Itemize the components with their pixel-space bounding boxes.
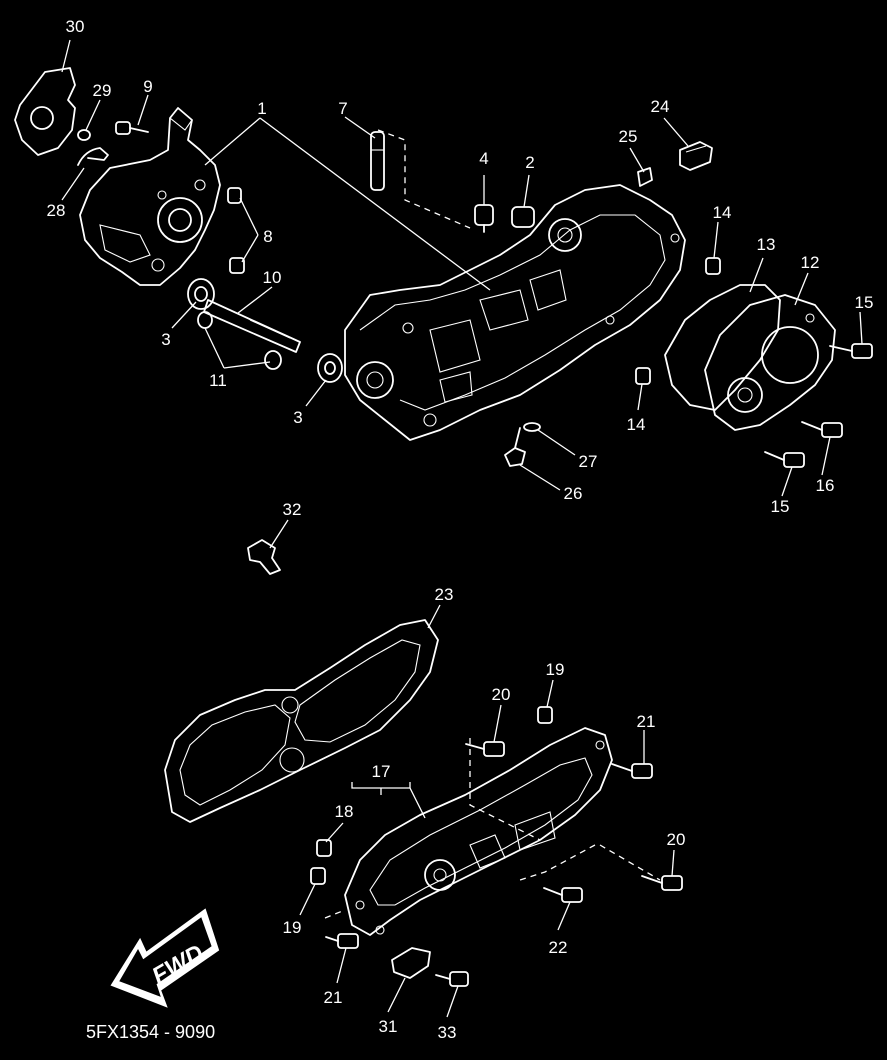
callout-13: 13 — [757, 235, 776, 254]
part-19-dowel-upper — [537, 706, 553, 724]
callout-14-top: 14 — [713, 203, 732, 222]
callout-25: 25 — [619, 127, 638, 146]
callout-9: 9 — [143, 77, 152, 96]
callout-11: 11 — [209, 371, 227, 390]
callout-17: 17 — [372, 762, 391, 781]
part-31-clamp — [391, 947, 431, 979]
part-1-crankcase-right — [344, 184, 686, 441]
part-27-washer — [523, 422, 541, 432]
part-15-bolt-top — [829, 343, 873, 359]
callout-27: 27 — [579, 452, 598, 471]
part-20-bolt-upper — [465, 741, 505, 757]
part-26-bolt — [504, 427, 526, 467]
callout-14-bottom: 14 — [627, 415, 646, 434]
callout-30: 30 — [66, 17, 85, 36]
part-25-plug — [637, 167, 653, 187]
callout-8: 8 — [263, 227, 272, 246]
part-29-washer — [77, 129, 91, 141]
callout-31: 31 — [379, 1017, 398, 1036]
callout-21-lower: 21 — [324, 988, 343, 1007]
callout-2: 2 — [525, 153, 534, 172]
part-17-cover — [344, 727, 613, 936]
part-15-bolt-bottom — [764, 451, 805, 468]
part-3-bearing-left — [187, 278, 215, 310]
part-3-bearing-right — [317, 353, 343, 383]
callout-numbers: 30 29 9 1 7 4 2 25 24 28 8 10 3 11 3 14 … — [47, 17, 874, 1042]
callout-7: 7 — [338, 99, 347, 118]
part-4-fitting — [474, 204, 494, 233]
callout-23: 23 — [435, 585, 454, 604]
part-20-bolt-lower — [641, 875, 683, 891]
part-10-shaft — [203, 299, 301, 353]
diagram-code: 5FX1354 - 9090 — [86, 1022, 215, 1042]
part-14-dowel-top — [705, 257, 721, 275]
part-24-breather — [679, 141, 713, 171]
part-19-dowel-lower — [310, 867, 326, 885]
part-18-dowel — [316, 839, 332, 857]
part-2-bush — [511, 206, 535, 228]
callout-21-upper: 21 — [637, 712, 656, 731]
part-28-clip — [77, 147, 109, 166]
callout-26: 26 — [564, 484, 583, 503]
leader-lines — [61, 39, 863, 1018]
callout-29: 29 — [93, 81, 112, 100]
part-14-dowel-bottom — [635, 367, 651, 385]
part-30-plate — [14, 67, 76, 156]
part-9-bolt — [115, 121, 149, 135]
part-32-clip — [247, 539, 281, 575]
callout-4: 4 — [479, 149, 488, 168]
callout-28: 28 — [47, 201, 66, 220]
part-7-pin — [370, 131, 385, 191]
part-8-dowel-pins — [227, 187, 245, 274]
callout-18: 18 — [335, 802, 354, 821]
fwd-arrow: FWD — [110, 908, 220, 1008]
callout-12: 12 — [801, 253, 820, 272]
callout-22: 22 — [549, 938, 568, 957]
part-23-gasket — [164, 619, 439, 823]
part-33-bolt — [435, 971, 469, 987]
part-1-crankcase-left — [79, 107, 221, 286]
callout-3-right: 3 — [293, 408, 302, 427]
callout-20-lower: 20 — [667, 830, 686, 849]
callout-16: 16 — [816, 476, 835, 495]
part-16-bolt — [801, 421, 843, 438]
callout-10: 10 — [263, 268, 282, 287]
part-22-bolt — [543, 887, 583, 903]
callout-33: 33 — [438, 1023, 457, 1042]
callout-19-lower: 19 — [283, 918, 302, 937]
callout-20-upper: 20 — [492, 685, 511, 704]
part-21-bolt-upper — [611, 763, 653, 779]
callout-1: 1 — [257, 99, 266, 118]
callout-19-upper: 19 — [546, 660, 565, 679]
callout-24: 24 — [651, 97, 670, 116]
part-21-bolt-lower — [325, 933, 359, 949]
callout-15-bottom: 15 — [771, 497, 790, 516]
callout-32: 32 — [283, 500, 302, 519]
callout-15-top: 15 — [855, 293, 874, 312]
callout-3-left: 3 — [161, 330, 170, 349]
part-12-cover — [704, 294, 836, 431]
